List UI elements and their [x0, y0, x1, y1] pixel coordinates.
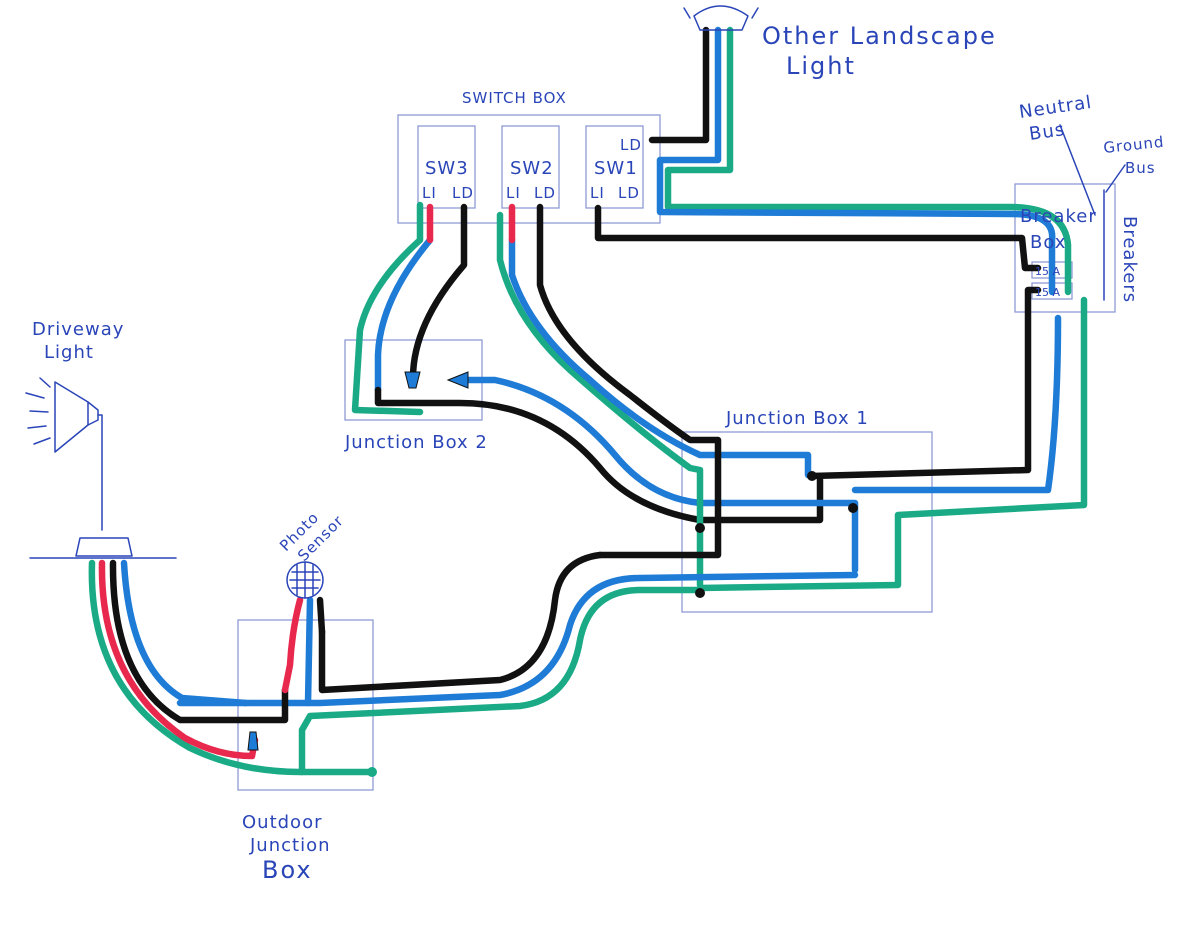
wire-run-photo-sensor [281, 596, 326, 707]
wire-sw1-line [594, 204, 1042, 272]
switch-sw2 [501, 125, 560, 209]
splice-dot [695, 523, 705, 533]
wire-run-landscape-light [648, 26, 1072, 296]
junction-box-1-label: Junction Box 1 [725, 408, 869, 429]
ground-bus-label-2: Bus [1125, 159, 1156, 177]
outdoor-junction-box-label: Outdoor [242, 812, 323, 833]
sw2-label: SW2 [510, 158, 554, 179]
switch-sw3 [417, 125, 476, 209]
sw3-label: SW3 [425, 158, 469, 179]
sw3-li-label: LI [422, 184, 437, 202]
other-landscape-light-label-2: Light [786, 52, 856, 80]
breaker-box-label-2: Box [1030, 232, 1066, 253]
junction-box-1 [681, 431, 933, 613]
wire-nut-icon [247, 731, 259, 751]
sw1-ld-label: LD [618, 184, 640, 202]
sw2-ld-label: LD [534, 184, 556, 202]
ground-bus-label: Ground [1103, 133, 1166, 157]
wire-run-sw2 [496, 203, 812, 589]
splice-points [367, 471, 858, 777]
neutral-bus-pointer [1059, 124, 1096, 216]
junction-box-2-label: Junction Box 2 [344, 432, 488, 453]
wire-run-sw3 [351, 201, 468, 416]
splice-dot [367, 767, 377, 777]
wire-run-jb1-to-breaker [696, 286, 1088, 592]
driveway-light-label-2: Light [44, 342, 94, 363]
neutral-bus-label: Neutral [1018, 92, 1094, 123]
sw2-li-label: LI [506, 184, 521, 202]
breakers-label: Breakers [1119, 216, 1140, 303]
wire-run-driveway-light [88, 559, 376, 776]
other-landscape-light-label: Other Landscape [762, 22, 997, 50]
wire-run-jb1-to-outdoor [176, 551, 859, 776]
sw1-ld-top-label: LD [620, 136, 642, 154]
switch-sw1 [585, 125, 644, 209]
photo-sensor-icon [286, 561, 324, 599]
outdoor-junction-box-label-3: Box [262, 856, 313, 884]
neutral-bus-label-2: Bus [1028, 119, 1067, 145]
driveway-light-label: Driveway [32, 319, 124, 340]
wire-nut-icon [446, 371, 469, 389]
switch-box-label: SWITCH BOX [462, 89, 567, 107]
breaker-15a-bottom-label: 15 A [1035, 286, 1060, 299]
wire-nut-icon [404, 371, 421, 389]
floodlight-icon [25, 377, 177, 559]
breaker-15a-top-label: 15 A [1035, 265, 1060, 278]
wire-run-jb2-to-jb1 [374, 376, 859, 574]
outdoor-junction-box-label-2: Junction [249, 835, 331, 856]
sw3-ld-label: LD [452, 184, 474, 202]
splice-dot [848, 503, 858, 513]
ground-bus-pointer [1105, 164, 1126, 193]
lamp-icon [683, 5, 759, 31]
sw1-label: SW1 [594, 158, 638, 179]
sw1-li-label: LI [590, 184, 605, 202]
breaker-box-label: Breaker [1020, 206, 1097, 227]
splice-dot [807, 471, 817, 481]
splice-dot [695, 588, 705, 598]
